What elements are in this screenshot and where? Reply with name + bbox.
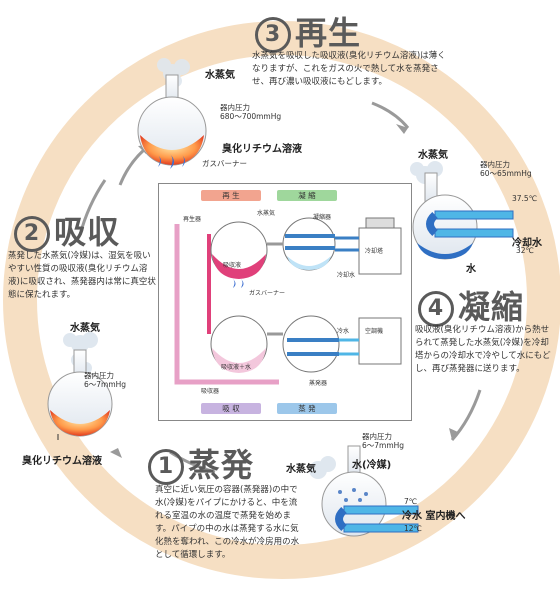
- desc-evaporate: 真空に近い気圧の容器(蒸発器)の中で水(冷媒)をパイプにかけると、中を流れる室温…: [155, 485, 300, 560]
- tag-regen: 再 生: [201, 190, 261, 201]
- label-cold-water: 冷水: [337, 328, 350, 335]
- label-regenerator: 再生器: [183, 216, 202, 223]
- tag-evap: 蒸 発: [277, 403, 337, 414]
- desc-absorb: 蒸発した水蒸気(冷媒)は、湿気を吸いやすい性質の吸収液(臭化リチウム溶液)に吸収…: [8, 251, 156, 300]
- step-number: 3: [255, 17, 291, 53]
- label-absorb-water: 吸収液＋水: [221, 364, 252, 371]
- label-condenser: 凝縮器: [313, 214, 332, 221]
- label-gas-burner: ガスバーナー: [249, 290, 286, 297]
- flask-evap-water: 水(冷媒): [352, 460, 392, 471]
- flask-evap-cold-water: 冷水 室内機へ: [402, 511, 466, 522]
- flask-condense-coolant-temp: 32℃: [516, 246, 534, 255]
- label-cooling-tower: 冷却塔: [365, 248, 384, 255]
- title-text: 再生: [295, 14, 362, 52]
- step-number: 1: [148, 449, 184, 485]
- title-text: 凝縮: [458, 288, 525, 326]
- schematic-panel: 再 生 凝 縮 吸 収 蒸 発 再生器 水蒸気 凝縮器 吸収液 ガスバー: [158, 183, 412, 421]
- flask-evap-pressure: 6〜7mmHg: [362, 441, 405, 450]
- step-number: 2: [14, 216, 50, 252]
- flask-condense: [410, 161, 514, 260]
- label-evaporator: 蒸発器: [309, 380, 328, 387]
- flask-evap-pressure-label: 器内圧力: [362, 432, 392, 441]
- flask-evap-temp-in: 12℃: [404, 524, 422, 533]
- flask-absorb-liquid: 臭化リチウム溶液: [22, 456, 102, 467]
- schematic-drawing: [174, 217, 402, 385]
- flask-regen-pressure-label: 器内圧力: [220, 103, 250, 112]
- flask-condense-temp-out: 37.5℃: [512, 194, 538, 203]
- tag-absorb: 吸 収: [201, 403, 261, 414]
- flask-absorb-pressure-label: 器内圧力: [84, 371, 114, 380]
- flask-condense-vapor: 水蒸気: [418, 150, 448, 161]
- flask-regen-pressure: 680〜700mmHg: [220, 112, 282, 121]
- label-air-conditioner: 空調機: [365, 328, 384, 335]
- label-absorb-liquid: 吸収液: [223, 262, 242, 269]
- flask-regen-vapor: 水蒸気: [205, 70, 235, 81]
- label-absorber: 吸収器: [201, 388, 220, 395]
- flask-evaporate: [309, 445, 419, 537]
- step-number: 4: [418, 291, 454, 327]
- flask-absorb-vapor: 水蒸気: [70, 323, 100, 334]
- title-text: 蒸発: [188, 446, 255, 484]
- flask-absorb: [47, 332, 113, 440]
- tag-condense: 凝 縮: [277, 190, 337, 201]
- desc-regenerate: 水蒸気を吸収した吸収液(臭化リチウム溶液)は薄くなりますが、これをガスの火で熱し…: [252, 51, 446, 87]
- flask-condense-pressure-label: 器内圧力: [480, 160, 510, 169]
- flask-regenerate: [137, 58, 207, 169]
- flask-absorb-pressure: 6〜7mmHg: [84, 380, 127, 389]
- flask-regen-burner: ガスバーナー: [202, 159, 247, 168]
- flask-condense-pressure: 60〜65mmHg: [480, 169, 532, 178]
- flask-condense-coolant: 冷却水: [512, 238, 542, 249]
- desc-condense: 吸収液(臭化リチウム溶液)から熱せられて蒸発した水蒸気(冷媒)を冷却塔からの冷却…: [415, 325, 551, 374]
- label-vapor: 水蒸気: [257, 210, 276, 217]
- arrow-head: [396, 124, 408, 134]
- flask-condense-water: 水: [466, 264, 476, 275]
- label-cooling-water: 冷却水: [337, 272, 356, 279]
- title-text: 吸収: [54, 213, 121, 251]
- flask-evap-vapor: 水蒸気: [286, 464, 316, 475]
- flask-regen-liquid: 臭化リチウム溶液: [222, 144, 302, 155]
- flask-evap-temp-out: 7℃: [404, 497, 418, 506]
